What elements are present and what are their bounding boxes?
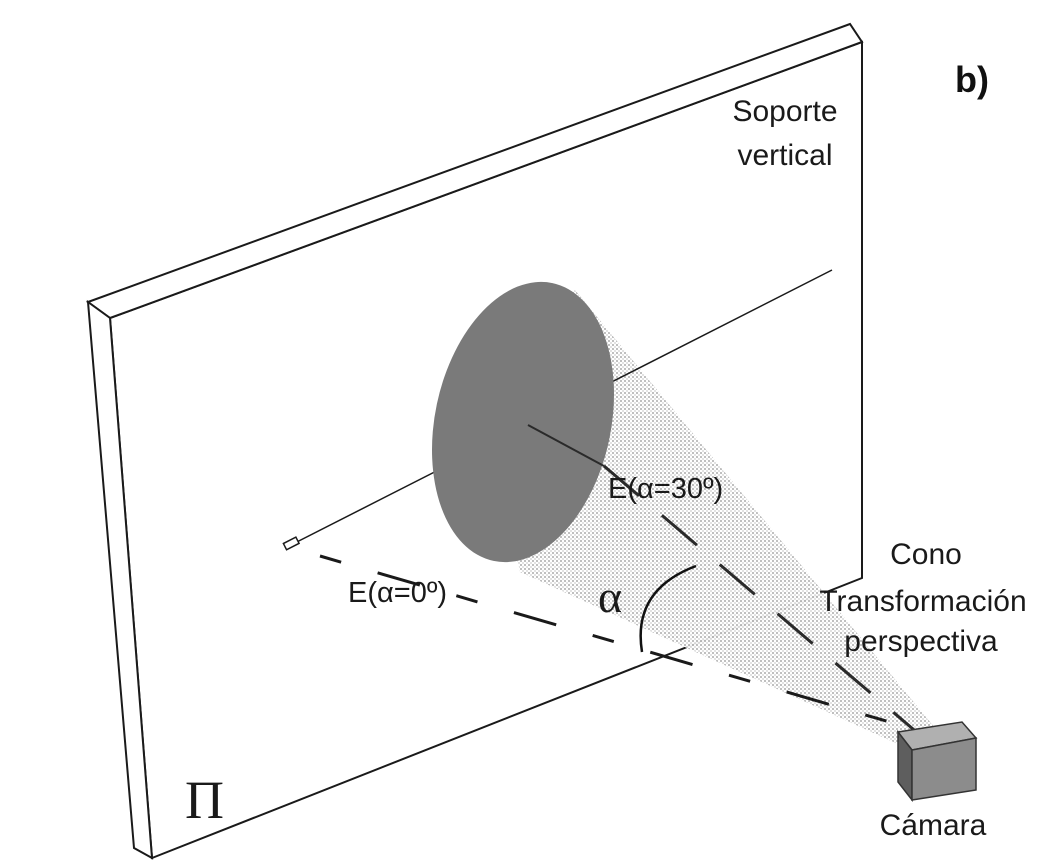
alpha-label: α — [598, 571, 622, 622]
horizon-line-end-mark — [282, 536, 301, 551]
label-e30: E(α=30º) — [608, 473, 723, 505]
axis-e0-dashed — [319, 554, 901, 727]
support-label-line1: Soporte — [732, 95, 837, 128]
camera-box-icon — [896, 721, 978, 803]
ellipse-axis-short — [527, 424, 605, 467]
axis-e30-dashed — [603, 464, 921, 737]
support-left-edge — [86, 299, 154, 860]
label-e0: E(α=0º) — [348, 577, 447, 609]
panel-label: b) — [955, 59, 989, 100]
support-label-line2: vertical — [737, 139, 832, 172]
plane-symbol: Π — [185, 770, 224, 830]
camera-label: Cámara — [880, 809, 987, 842]
camera-side-face — [911, 737, 977, 801]
cone-label-line3: perspectiva — [844, 625, 998, 658]
projected-ellipse — [432, 281, 614, 563]
cone-label-line2: Transformación — [819, 585, 1026, 618]
alpha-angle-arc — [639, 564, 697, 653]
cone-label-line1: Cono — [890, 538, 962, 571]
